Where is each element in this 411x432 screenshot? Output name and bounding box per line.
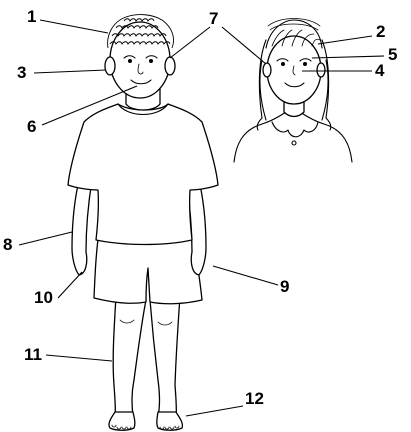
leader-1 (40, 20, 108, 33)
label-3: 3 (17, 63, 26, 82)
label-4: 4 (375, 61, 385, 80)
label-1: 1 (27, 7, 36, 26)
boy-figure (68, 15, 218, 431)
label-7: 7 (209, 9, 218, 28)
girl-portrait (234, 19, 352, 163)
label-2: 2 (376, 22, 385, 41)
boy-legs (113, 296, 180, 418)
label-10: 10 (34, 288, 53, 307)
label-5: 5 (388, 45, 397, 64)
label-11: 11 (24, 345, 42, 364)
label-12: 12 (245, 389, 264, 408)
label-8: 8 (3, 235, 12, 254)
boy-feet (109, 412, 183, 430)
leader-5 (312, 56, 384, 58)
leader-12 (186, 406, 243, 416)
leader-11 (46, 355, 112, 361)
leader-9 (213, 266, 278, 285)
leader-3 (34, 70, 106, 73)
boy-ear (105, 57, 115, 75)
label-9: 9 (280, 277, 289, 296)
leader-7b (222, 27, 266, 64)
label-6: 6 (27, 117, 36, 136)
leader-10 (58, 272, 82, 298)
leader-2 (318, 36, 372, 44)
leader-8 (19, 232, 72, 245)
leader-7a (170, 27, 210, 58)
